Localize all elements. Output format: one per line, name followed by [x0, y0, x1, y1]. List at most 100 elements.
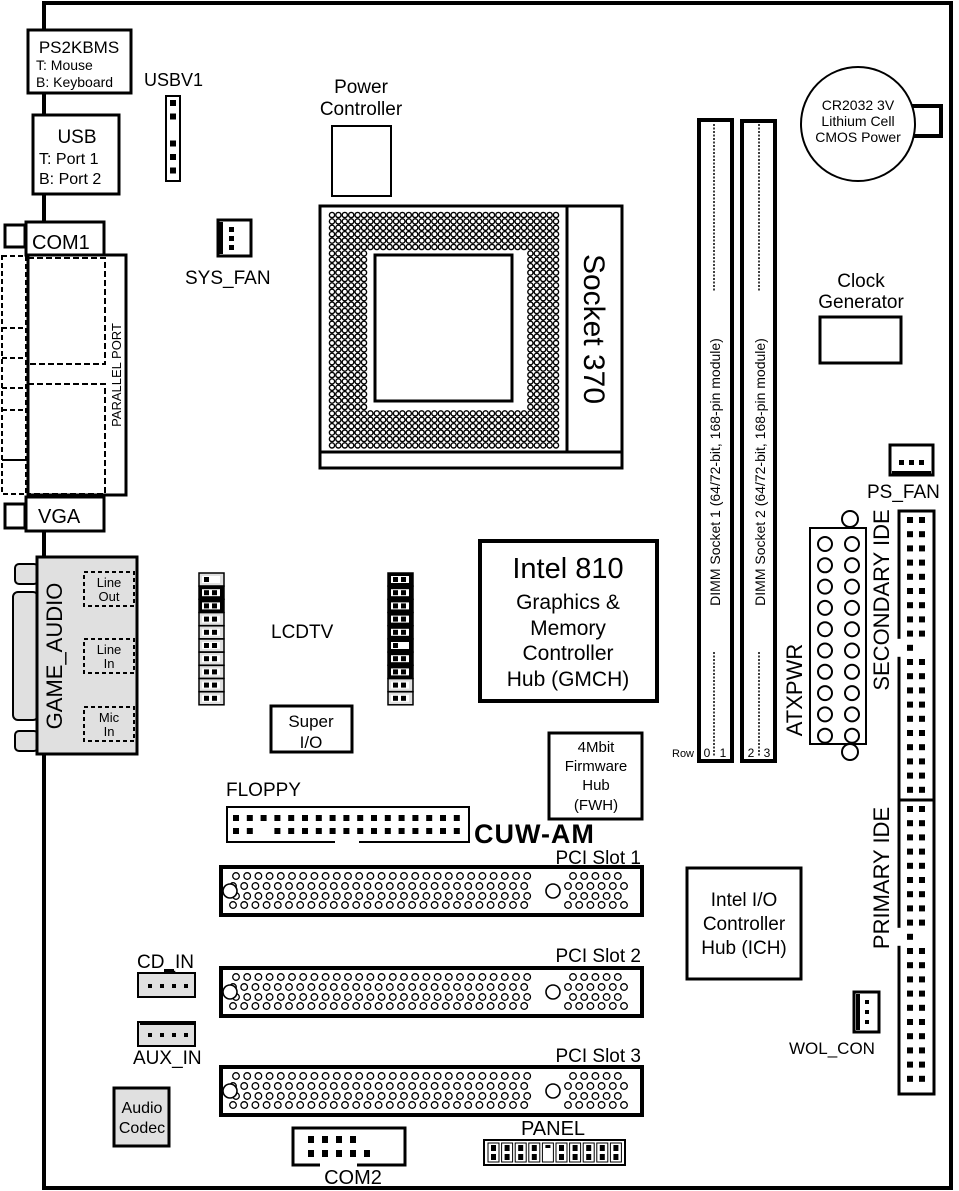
pci-pin	[307, 1082, 316, 1090]
socket-pin	[354, 307, 361, 315]
pin	[204, 695, 209, 701]
pin-cell	[202, 602, 220, 610]
socket-pin	[335, 275, 342, 283]
ide-key-notch	[896, 638, 901, 657]
pci-pin	[509, 983, 517, 991]
pci-pin	[265, 872, 274, 880]
socket-pin	[488, 410, 496, 417]
ide-pin	[907, 588, 913, 594]
socket-pin	[527, 250, 534, 257]
line-in-label-2: In	[104, 656, 115, 671]
socket-pin	[546, 211, 553, 219]
atx-pin	[844, 663, 860, 680]
cd-in-header	[137, 969, 196, 998]
socket-pin	[456, 416, 464, 424]
socket-pin	[437, 224, 445, 232]
pci-pin	[310, 892, 319, 900]
com2-label: COM2	[324, 1167, 382, 1189]
socket-pin	[546, 301, 553, 308]
pci-pin	[512, 1092, 520, 1100]
pci-pin	[243, 892, 252, 900]
socket-pin	[335, 250, 342, 257]
socket-pin	[328, 416, 336, 424]
socket-pin	[367, 237, 374, 244]
socket-pin	[527, 410, 534, 417]
mic-in-label-1: Mic	[99, 710, 120, 725]
socket-pin	[437, 243, 445, 251]
socket-pin	[520, 224, 528, 232]
socket-pin	[533, 301, 541, 308]
socket-pin	[354, 422, 361, 430]
ide-pin	[919, 588, 925, 594]
socket-pin	[328, 371, 336, 379]
pci-pin	[575, 1082, 584, 1090]
pci-pin	[444, 872, 453, 880]
pci-pin	[296, 882, 305, 890]
socket-pin	[546, 243, 553, 251]
pci-pin	[523, 1092, 532, 1100]
socket-pin	[533, 211, 541, 219]
socket-pin	[367, 243, 374, 251]
socket-pin	[488, 230, 496, 238]
socket-pin	[501, 442, 509, 449]
pin	[393, 603, 398, 609]
pin	[401, 603, 406, 609]
socket-pin	[418, 237, 425, 244]
panel-pin	[599, 1145, 605, 1151]
socket-pin	[552, 237, 560, 244]
socket-pin	[373, 230, 381, 238]
pci-pin	[240, 901, 249, 909]
socket-pin	[539, 339, 547, 347]
socket-pin	[539, 410, 547, 417]
socket-pin	[552, 339, 560, 347]
pci-pin	[363, 1002, 372, 1010]
socket-pin	[533, 435, 541, 443]
pci-pin	[332, 973, 341, 981]
ide-pin	[907, 862, 913, 869]
socket-pin	[360, 346, 368, 353]
pci-pin	[243, 993, 252, 1001]
pci-pin	[366, 993, 375, 1001]
pci-pin	[430, 882, 439, 890]
pci-pin	[602, 1072, 611, 1080]
socket-pin	[539, 346, 547, 353]
socket-pin	[424, 211, 432, 219]
usb-line2: B: Port 2	[39, 171, 101, 188]
socket-pin	[424, 224, 432, 232]
ide-pin	[907, 834, 913, 841]
socket-pin	[354, 378, 361, 385]
pci-pin	[341, 983, 349, 991]
socket-pin	[527, 390, 534, 398]
socket-pin	[335, 346, 342, 353]
socket-pin	[539, 422, 547, 430]
socket-pin	[437, 237, 445, 244]
socket-pin	[328, 294, 336, 302]
socket-pin	[411, 442, 419, 449]
pci-pin	[288, 1072, 296, 1080]
socket-pin	[533, 326, 541, 334]
pin-cell	[202, 655, 220, 663]
socket-pin	[367, 230, 374, 238]
socket-pin	[335, 416, 342, 424]
pci-pin	[262, 882, 271, 890]
pci-pin	[385, 1002, 394, 1010]
socket-pin	[546, 384, 553, 392]
pci-pin	[422, 993, 431, 1001]
socket-pin	[437, 416, 445, 424]
atx-pin	[844, 685, 860, 702]
socket-pin	[341, 326, 349, 334]
ich-label-2: Controller	[703, 914, 786, 935]
pci-pin	[478, 973, 487, 981]
pci-pin	[366, 1072, 375, 1080]
pci-pin	[602, 892, 611, 900]
socket-pin	[386, 218, 393, 225]
socket-pin	[533, 365, 541, 372]
socket-pin	[463, 230, 470, 238]
socket-pin	[488, 237, 496, 244]
socket-pin	[379, 230, 387, 238]
pin-cell	[202, 589, 220, 597]
socket-pin	[475, 224, 483, 232]
clock-label-2: Generator	[818, 292, 904, 313]
socket-pin	[373, 224, 381, 232]
socket-pin	[552, 416, 560, 424]
